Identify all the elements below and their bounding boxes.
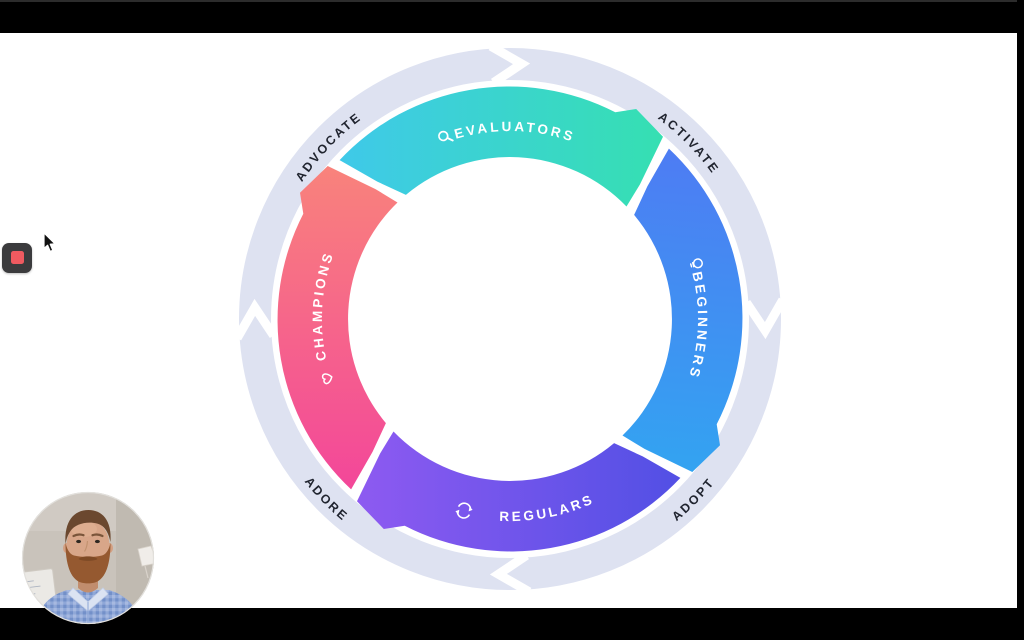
- heart-icon: [321, 373, 333, 385]
- ring-chevron-icon: [233, 298, 278, 341]
- segment-regulars: [357, 431, 681, 552]
- outer-ring: [239, 48, 781, 590]
- bottom-letterbox-bar: [0, 608, 1024, 640]
- center-circle: [350, 159, 670, 479]
- lightbulb-icon: [689, 258, 703, 269]
- right-edge-strip: [1017, 0, 1024, 640]
- webcam-ring: [21, 491, 155, 625]
- stop-icon: [10, 251, 24, 264]
- ring-chevron-icon: [742, 297, 787, 340]
- segment-evaluators: [339, 86, 663, 207]
- top-letterbox-bar: [0, 0, 1024, 33]
- lamp: [137, 545, 154, 579]
- ring-chevron-icon: [489, 551, 532, 596]
- mouse-cursor: [43, 232, 56, 252]
- person: [35, 510, 141, 624]
- webcam-video: [22, 492, 154, 624]
- stop-recording-button[interactable]: [2, 243, 32, 273]
- segment-champions: [277, 166, 398, 490]
- webcam-bubble[interactable]: [21, 491, 155, 625]
- segment-beginners: [622, 148, 743, 472]
- ring-chevron-icon: [488, 42, 531, 87]
- magnifier-icon: [438, 130, 454, 142]
- refresh-icon: [455, 502, 473, 519]
